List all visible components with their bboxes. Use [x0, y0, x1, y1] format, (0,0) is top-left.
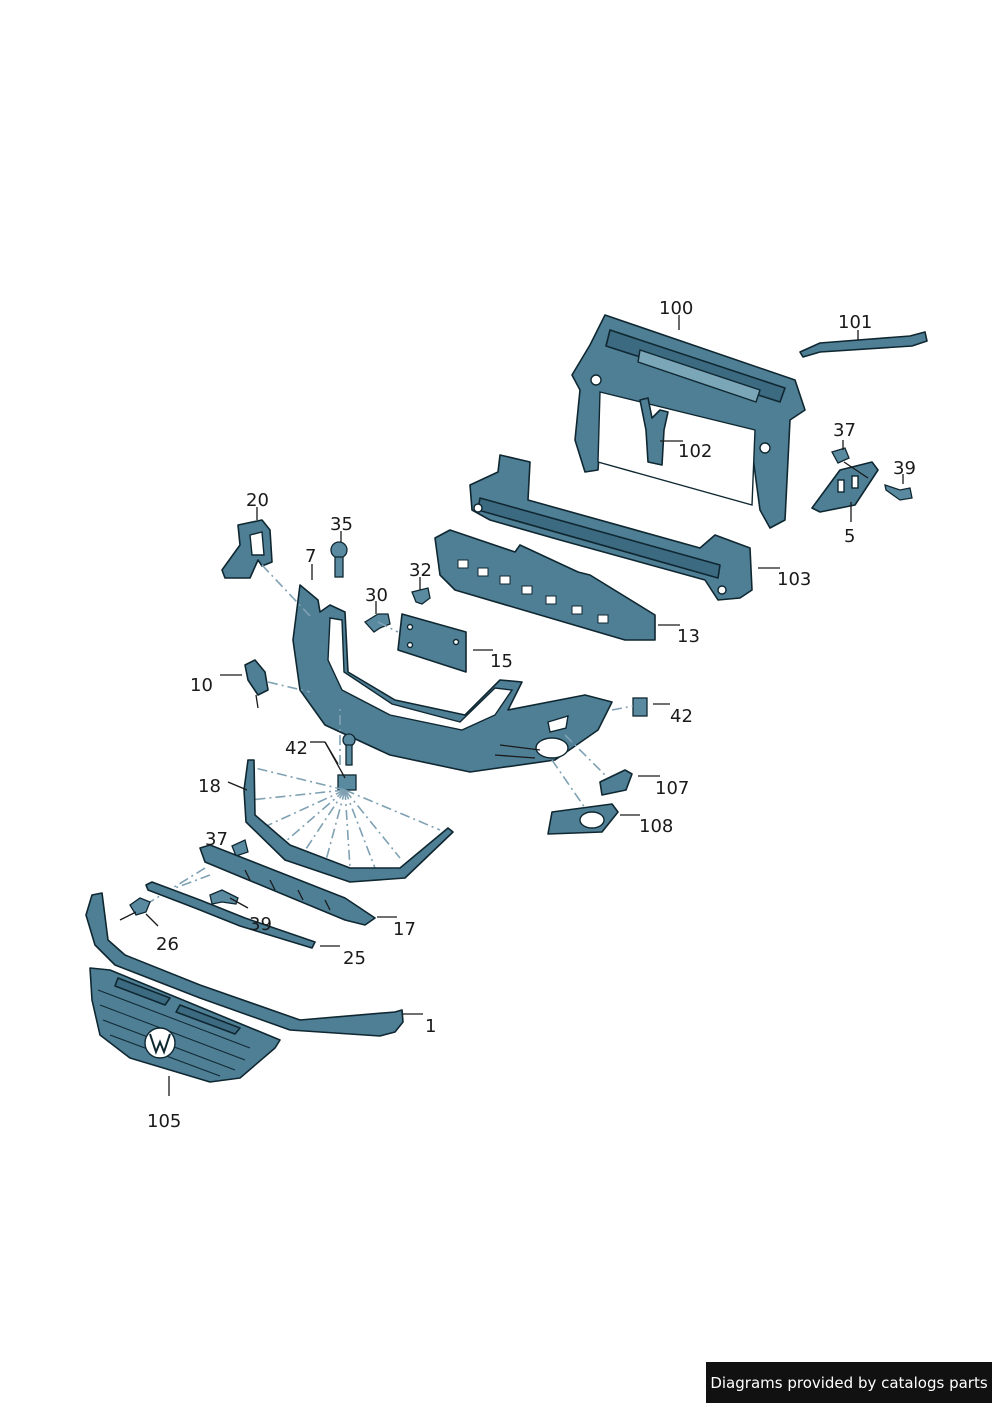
label-105: 105: [147, 1111, 181, 1132]
guide-lines: [149, 564, 634, 903]
label-15: 15: [490, 651, 513, 672]
part-10-tow-cap[interactable]: [244, 659, 269, 709]
label-37-lower: 37: [205, 829, 228, 850]
label-17: 17: [393, 919, 416, 940]
part-20-bracket[interactable]: [221, 519, 273, 579]
part-42-clip-right[interactable]: [632, 697, 648, 717]
part-102-bracket[interactable]: [639, 397, 669, 466]
label-35: 35: [330, 514, 353, 535]
label-7: 7: [305, 546, 316, 567]
leader-lines: [145, 315, 904, 1096]
part-37-clip-lower[interactable]: [231, 839, 249, 857]
part-25-strip[interactable]: [145, 881, 316, 949]
label-37-upper: 37: [833, 420, 856, 441]
part-35-bolt[interactable]: [330, 541, 348, 578]
label-42-middle: 42: [285, 738, 308, 759]
label-103: 103: [777, 569, 811, 590]
part-39-screw-upper[interactable]: [884, 484, 913, 501]
label-1: 1: [425, 1016, 436, 1037]
part-105-radiator-grille[interactable]: [89, 967, 281, 1083]
part-108-fog-grille[interactable]: [547, 803, 619, 835]
part-107-cover[interactable]: [599, 769, 633, 796]
credit-footer: Diagrams provided by catalogs parts: [706, 1362, 992, 1403]
label-39-lower: 39: [249, 914, 272, 935]
label-13: 13: [677, 626, 700, 647]
label-20: 20: [246, 490, 269, 511]
label-107: 107: [655, 778, 689, 799]
label-42-right: 42: [670, 706, 693, 727]
part-18-trim-strip[interactable]: [243, 759, 454, 883]
label-39-upper: 39: [893, 458, 916, 479]
part-17-lower-grille[interactable]: [199, 844, 376, 926]
label-32: 32: [409, 560, 432, 581]
part-32-clip[interactable]: [411, 587, 431, 605]
label-5: 5: [844, 526, 855, 547]
part-100-lock-carrier[interactable]: [571, 314, 806, 529]
part-26-rivet[interactable]: [119, 897, 151, 921]
label-108: 108: [639, 816, 673, 837]
label-10: 10: [190, 675, 213, 696]
part-37-clip-upper[interactable]: [831, 447, 869, 479]
part-labels: 100 101 102 37 39 5 20 35 7 32 30 103 13…: [147, 298, 916, 1132]
label-25: 25: [343, 948, 366, 969]
label-26: 26: [156, 934, 179, 955]
label-101: 101: [838, 312, 872, 333]
part-15-plate-holder[interactable]: [397, 613, 467, 673]
part-5-side-bracket[interactable]: [811, 461, 879, 513]
label-100: 100: [659, 298, 693, 319]
label-30: 30: [365, 585, 388, 606]
label-102: 102: [678, 441, 712, 462]
part-30-fastener[interactable]: [363, 613, 391, 633]
label-18: 18: [198, 776, 221, 797]
part-13-energy-absorber[interactable]: [434, 529, 656, 641]
credit-text: Diagrams provided by catalogs parts: [710, 1373, 988, 1392]
part-1-spoiler[interactable]: [85, 892, 404, 1037]
part-39-screw-lower[interactable]: [209, 889, 239, 905]
part-103-bumper-beam[interactable]: [469, 454, 753, 601]
part-101-bracket[interactable]: [799, 331, 928, 358]
